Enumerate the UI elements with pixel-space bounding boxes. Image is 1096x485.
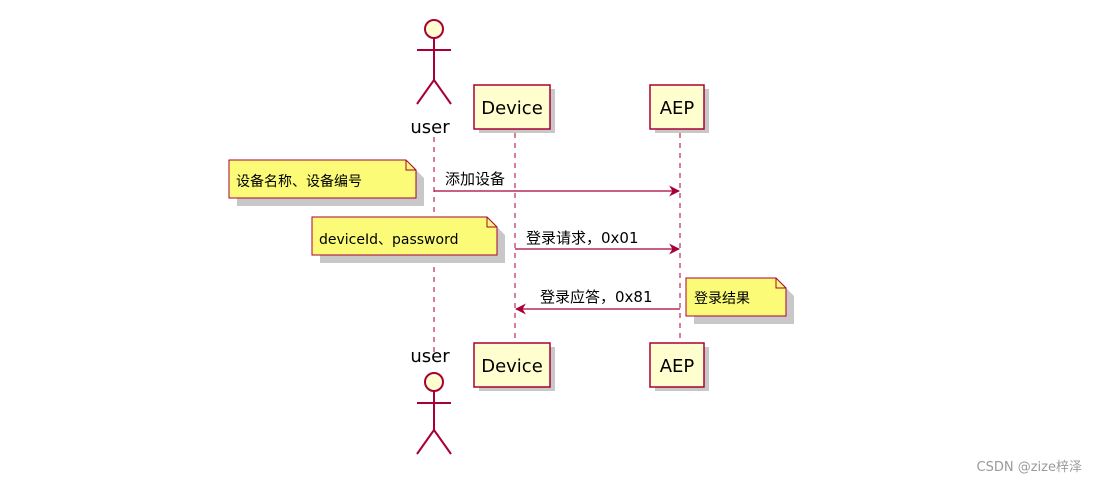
note-2 <box>311 216 505 263</box>
note-1 <box>228 159 424 206</box>
device-label-bottom: Device <box>481 356 543 377</box>
note-1-text: 设备名称、设备编号 <box>236 173 362 190</box>
device-box-top <box>473 84 551 130</box>
user-label-bottom: user <box>410 346 450 367</box>
aep-label-bottom: AEP <box>660 356 695 377</box>
watermark: CSDN @zize梓泽 <box>976 460 1082 475</box>
user-actor-top <box>416 19 452 105</box>
user-label-top: user <box>410 117 450 138</box>
aep-box-top <box>649 84 705 130</box>
device-box-bottom <box>473 342 551 388</box>
note-3 <box>685 277 794 324</box>
message-1-label: 添加设备 <box>445 170 505 188</box>
aep-label-top: AEP <box>660 98 695 119</box>
note-3-text: 登录结果 <box>694 291 750 307</box>
user-actor-bottom <box>416 372 452 455</box>
device-label-top: Device <box>481 98 543 119</box>
aep-box-bottom <box>649 342 705 388</box>
message-2-label: 登录请求，0x01 <box>526 229 639 247</box>
note-2-text: deviceId、password <box>319 232 458 248</box>
message-3-label: 登录应答，0x81 <box>540 288 653 306</box>
